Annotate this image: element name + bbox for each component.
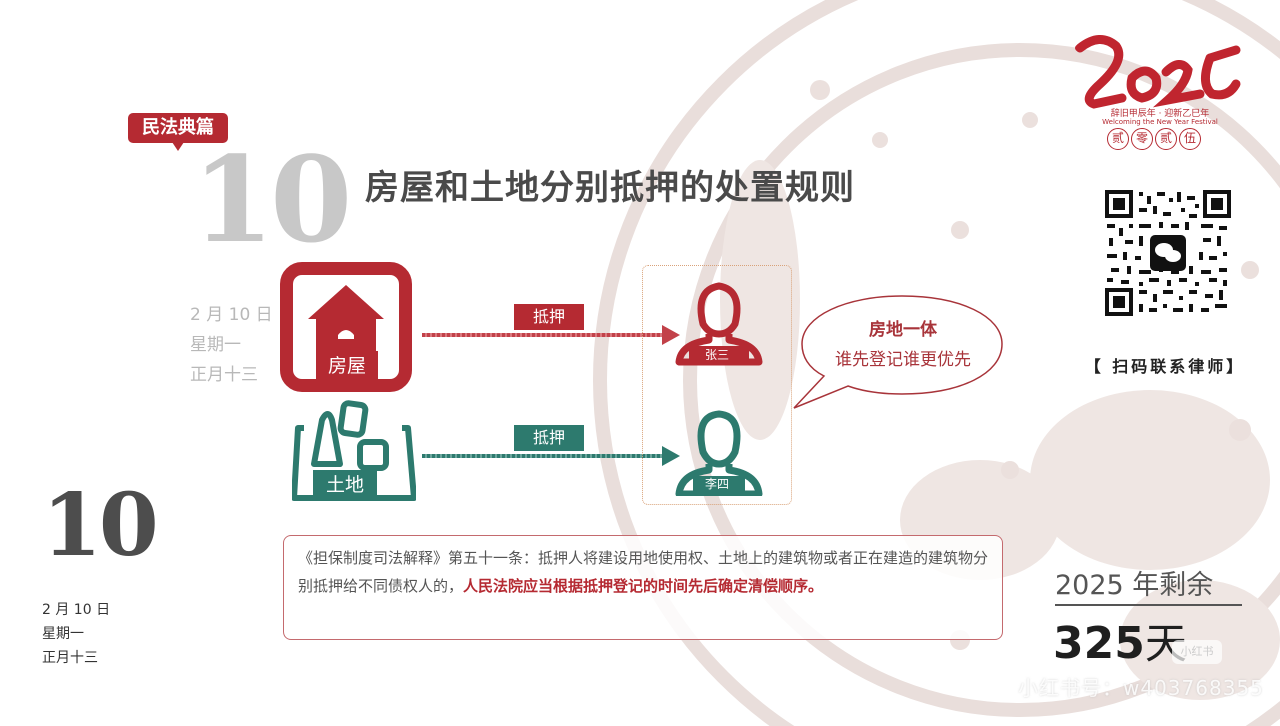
calendar-day-number: 10 — [42, 475, 159, 576]
faded-date-block: 2 月 10 日 星期一 正月十三 — [190, 300, 273, 390]
days-remaining-value: 325 — [1053, 618, 1145, 669]
law-citation-box: 《担保制度司法解释》第五十一条：抵押人将建设用地使用权、土地上的建筑物或者正在建… — [283, 535, 1003, 640]
house-icon — [308, 285, 384, 355]
seal-char: 零 — [1131, 128, 1153, 150]
faded-weekday: 星期一 — [190, 335, 241, 355]
calendar-date-block: 2 月 10 日 星期一 正月十三 — [42, 598, 110, 670]
days-remaining: 325天 — [1053, 610, 1187, 671]
law-highlight-text: 人民法院应当根据抵押登记的时间先后确定清偿顺序。 — [463, 577, 824, 595]
arrow-house-to-zhangsan — [422, 333, 667, 337]
faded-date: 2 月 10 日 — [190, 305, 273, 325]
person-label-lisi: 李四 — [704, 477, 729, 491]
mortgage-label-house: 抵押 — [514, 304, 584, 330]
seal-char: 伍 — [1179, 128, 1201, 150]
bubble-title: 房地一体 — [869, 320, 937, 340]
qr-code[interactable] — [1105, 190, 1231, 316]
bubble-subtitle: 谁先登记谁更优先 — [835, 350, 971, 370]
person-label-zhangsan: 张三 — [704, 348, 729, 362]
header-day-number: 10 — [192, 130, 352, 269]
logo-seal-characters: 贰 零 贰 伍 — [1107, 128, 1201, 150]
seal-char: 贰 — [1155, 128, 1177, 150]
calendar-lunar-date: 正月十三 — [42, 650, 98, 666]
mortgage-label-land: 抵押 — [514, 425, 584, 451]
watermark-text: 小红书号：w403768355 — [1018, 676, 1264, 700]
countdown-divider — [1055, 604, 1242, 606]
seal-char: 贰 — [1107, 128, 1129, 150]
calendar-weekday: 星期一 — [42, 626, 84, 642]
year-remaining-label: 2025 年剩余 — [1055, 570, 1214, 601]
house-label: 房屋 — [316, 351, 378, 381]
arrow-land-to-lisi — [422, 454, 667, 458]
xiaohongshu-badge: 小红书 — [1172, 640, 1222, 664]
category-tag: 民法典篇 — [128, 113, 228, 151]
logo-english-slogan: Welcoming the New Year Festival — [1102, 118, 1218, 126]
calendar-date: 2 月 10 日 — [42, 602, 111, 618]
faded-lunar-date: 正月十三 — [190, 365, 258, 385]
page-title: 房屋和土地分别抵押的处置规则 — [365, 168, 855, 208]
wechat-icon — [1150, 235, 1186, 271]
land-label: 土地 — [313, 470, 377, 500]
qr-caption: 【 扫码联系律师】 — [1084, 357, 1246, 376]
